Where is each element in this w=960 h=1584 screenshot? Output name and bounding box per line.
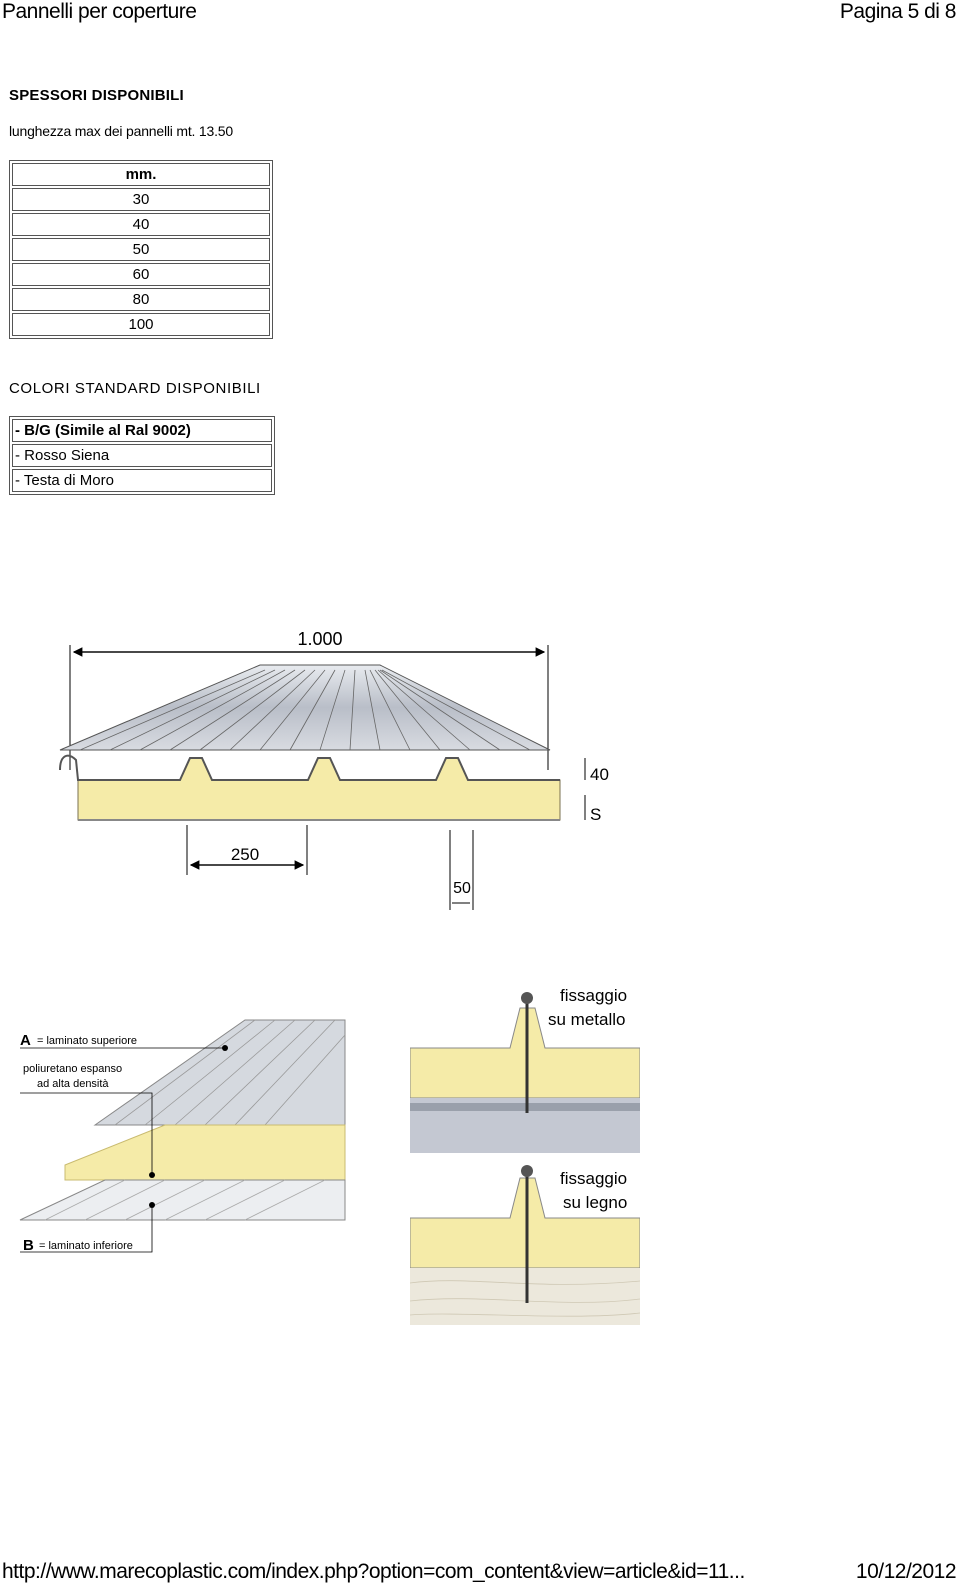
color-item: - B/G (Simile al Ral 9002) xyxy=(12,419,272,442)
page-number: Pagina 5 di 8 xyxy=(839,0,957,23)
pitch-dimension-label: 250 xyxy=(231,845,259,864)
colors-heading: COLORI STANDARD DISPONIBILI xyxy=(9,380,261,397)
thickness-cell: 60 xyxy=(12,263,270,286)
panel-profile-diagram: 1.000 40 S 250 50 xyxy=(59,629,609,910)
thickness-cell: 100 xyxy=(12,313,270,336)
label-a-text: = laminato superiore xyxy=(37,1035,137,1047)
fixing-metal-diagram: fissaggio su metallo xyxy=(410,983,640,1153)
thickness-cell: 50 xyxy=(12,238,270,261)
thickness-table: mm. 30 40 50 60 80 100 xyxy=(9,160,273,339)
footer-date: 10/12/2012 xyxy=(855,1560,957,1583)
color-item: - Testa di Moro xyxy=(12,469,272,492)
label-b-text: = laminato inferiore xyxy=(39,1240,133,1252)
color-item: - Rosso Siena xyxy=(12,444,272,467)
colors-table: - B/G (Simile al Ral 9002) - Rosso Siena… xyxy=(9,416,275,495)
label-core-line2: ad alta densità xyxy=(37,1078,109,1090)
thickness-cell: 80 xyxy=(12,288,270,311)
thickness-cell: 40 xyxy=(12,213,270,236)
label-a-letter: A xyxy=(20,1032,31,1049)
width-dimension-label: 1.000 xyxy=(297,629,342,649)
fixing-wood-line1: fissaggio xyxy=(560,1169,627,1188)
rib-height-label: 40 xyxy=(590,765,609,784)
fixing-metal-line2: su metallo xyxy=(548,1010,625,1029)
thickness-cell: 30 xyxy=(12,188,270,211)
fixing-metal-line1: fissaggio xyxy=(560,986,627,1005)
fixing-wood-diagram: fissaggio su legno xyxy=(410,1163,640,1325)
rib-width-label: 50 xyxy=(453,880,471,897)
thickness-column-header: mm. xyxy=(12,163,270,186)
fixing-wood-line2: su legno xyxy=(563,1193,627,1212)
label-b-letter: B xyxy=(23,1237,34,1254)
footer-url[interactable]: http://www.marecoplastic.com/index.php?o… xyxy=(2,1560,745,1583)
label-core-line1: poliuretano espanso xyxy=(23,1063,122,1075)
thickness-heading: SPESSORI DISPONIBILI xyxy=(9,87,184,104)
thickness-symbol-label: S xyxy=(590,805,601,824)
panel-layers-diagram: A = laminato superiore poliuretano espan… xyxy=(19,1019,346,1254)
page-header-title: Pannelli per coperture xyxy=(2,0,197,23)
max-length-note: lunghezza max dei pannelli mt. 13.50 xyxy=(9,123,233,139)
